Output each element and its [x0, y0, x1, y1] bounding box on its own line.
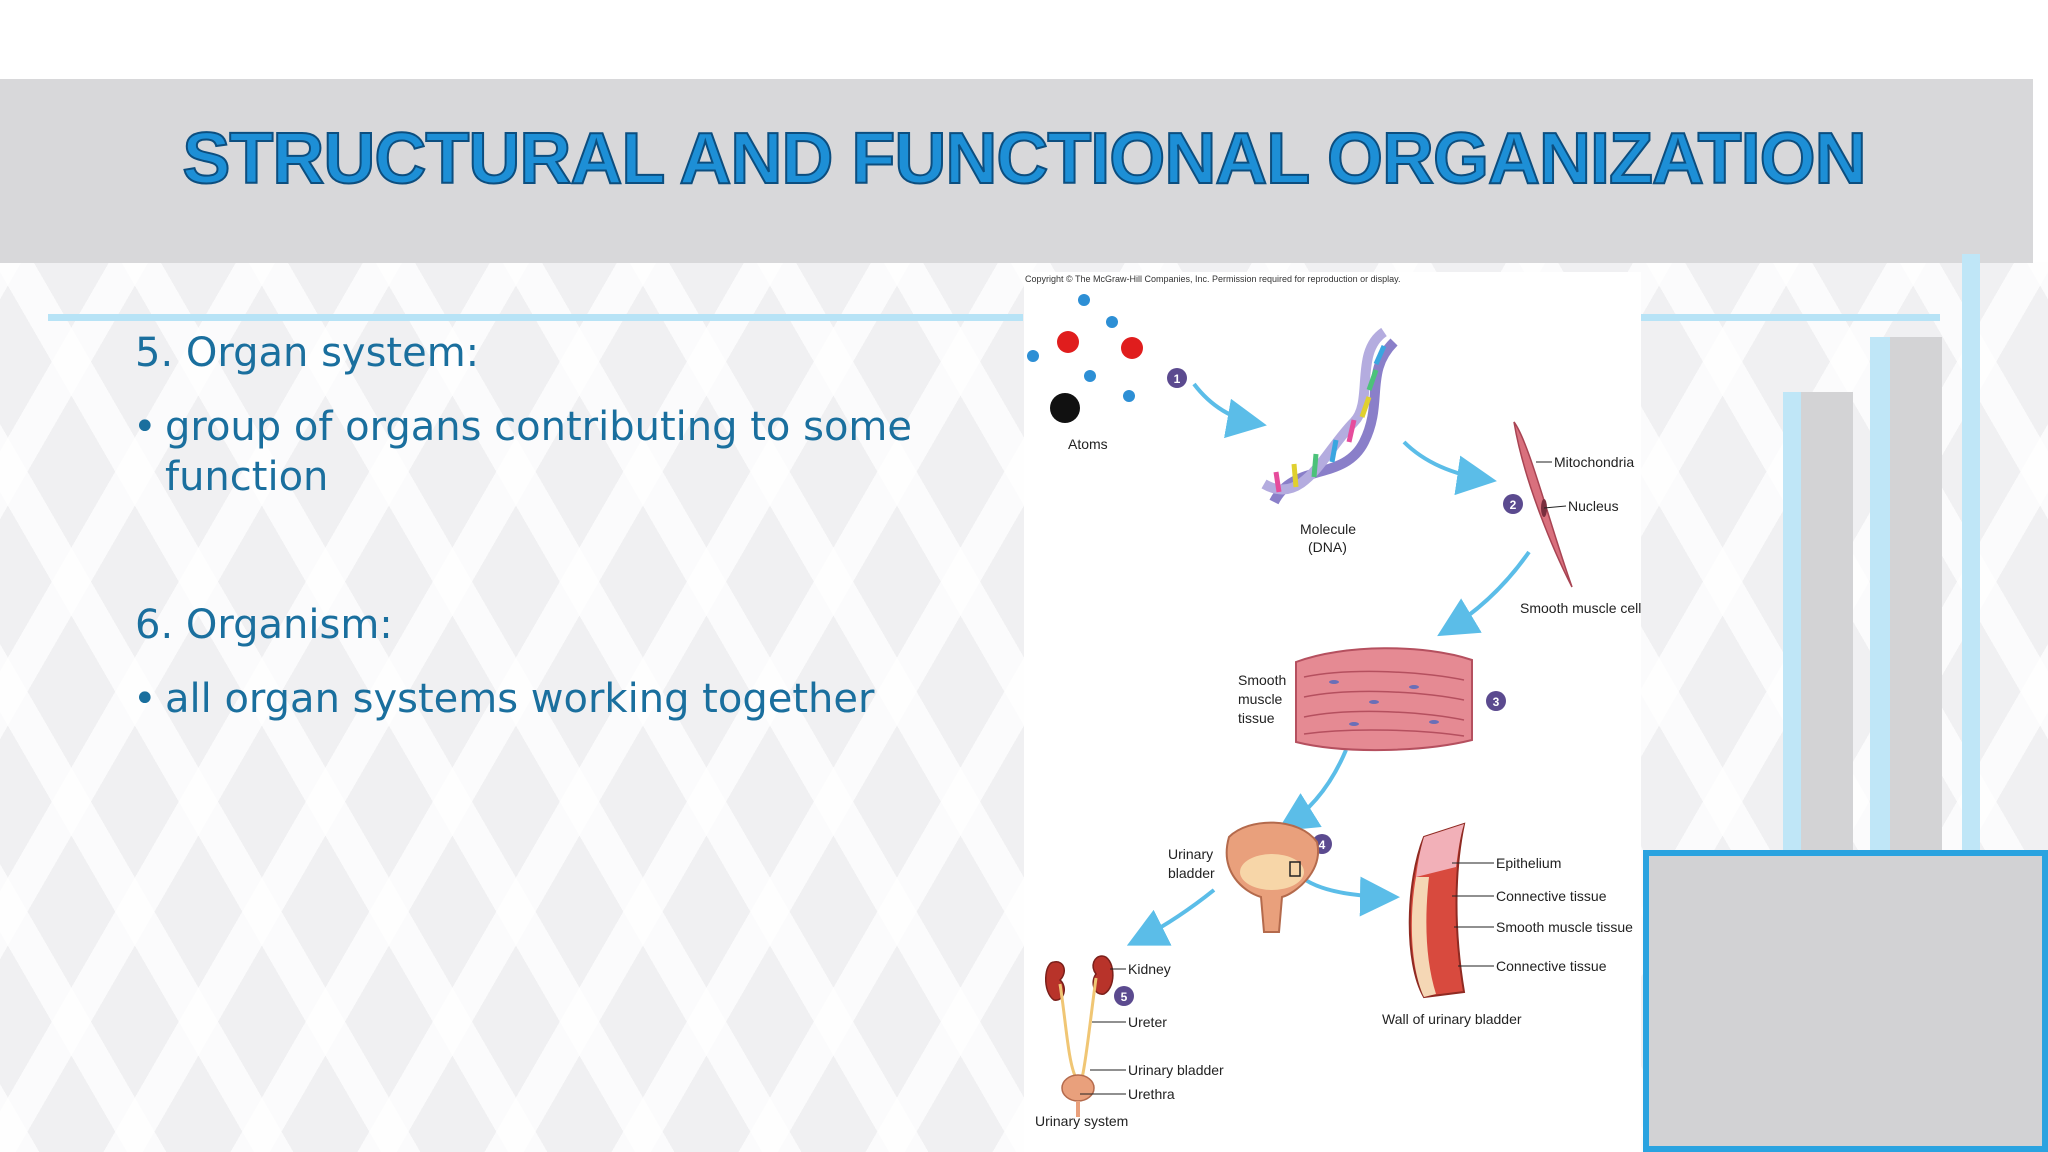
atoms-illustration [1027, 294, 1143, 423]
bladder-wall-leader-lines [1452, 862, 1494, 967]
deco-corner-box [1643, 850, 2048, 1152]
section-heading-organ-system: 5. Organ system: [135, 330, 480, 376]
label-connective-tissue-2: Connective tissue [1496, 958, 1607, 974]
bladder-wall-illustration [1408, 822, 1466, 999]
slide-body-text: 5. Organ system: • group of organs contr… [133, 320, 995, 724]
step-badge-5: 5 [1114, 986, 1134, 1006]
deco-bar-2 [1801, 392, 1853, 852]
label-atoms: Atoms [1068, 436, 1108, 452]
organization-figure: Copyright © The McGraw-Hill Companies, I… [1024, 272, 1641, 1152]
copyright-text: Copyright © The McGraw-Hill Companies, I… [1025, 274, 1400, 284]
svg-text:3: 3 [1493, 695, 1500, 709]
section-heading-organism: 6. Organism: [135, 602, 393, 648]
label-nucleus: Nucleus [1568, 498, 1619, 514]
urinary-bladder-illustration [1225, 821, 1320, 933]
label-epithelium: Epithelium [1496, 855, 1561, 871]
bullet-text-organ-system: group of organs contributing to some fun… [165, 404, 912, 500]
label-wall-of-urinary-bladder: Wall of urinary bladder [1382, 1011, 1522, 1027]
label-mitochondria: Mitochondria [1554, 454, 1634, 470]
deco-bar-4 [1890, 337, 1942, 852]
slide-title: STRUCTURAL AND FUNCTIONAL ORGANIZATION [181, 118, 1867, 200]
label-urethra: Urethra [1128, 1086, 1175, 1102]
label-smooth-muscle-cell: Smooth muscle cell [1520, 600, 1641, 616]
title-band [0, 79, 2033, 263]
smooth-muscle-tissue-illustration [1295, 647, 1473, 752]
bullet-organism: • all organ systems working together [133, 658, 995, 724]
bullet-dot: • [133, 676, 157, 722]
label-molecule: Molecule [1300, 521, 1356, 537]
label-bladder-line-2: bladder [1168, 865, 1215, 881]
urinary-system-leader-lines [1080, 968, 1126, 1095]
accent-rule-left [48, 314, 1023, 321]
urinary-system-illustration [1045, 955, 1114, 1117]
label-tissue-line-3: tissue [1238, 710, 1275, 726]
bullet-dot: • [133, 404, 157, 450]
label-tissue-line-1: Smooth [1238, 672, 1286, 688]
svg-text:1: 1 [1174, 372, 1181, 386]
deco-bar-3 [1870, 337, 1890, 852]
svg-text:4: 4 [1319, 838, 1326, 852]
step-badge-3: 3 [1486, 691, 1506, 711]
deco-bar-1 [1783, 392, 1801, 852]
dna-molecule-illustration [1261, 327, 1398, 505]
step-badge-1: 1 [1167, 368, 1187, 388]
svg-text:5: 5 [1121, 990, 1128, 1004]
step-badge-2: 2 [1503, 494, 1523, 514]
bullet-organ-system: • group of organs contributing to some f… [133, 386, 995, 502]
svg-text:2: 2 [1510, 498, 1517, 512]
label-dna: (DNA) [1308, 539, 1347, 555]
label-ureter: Ureter [1128, 1014, 1167, 1030]
organization-diagram: Copyright © The McGraw-Hill Companies, I… [1025, 274, 1641, 1129]
label-connective-tissue-1: Connective tissue [1496, 888, 1607, 904]
accent-rule-right [1640, 314, 1940, 321]
deco-bar-5 [1962, 254, 1980, 852]
label-tissue-line-2: muscle [1238, 691, 1283, 707]
label-bladder-line-1: Urinary [1168, 846, 1213, 862]
label-kidney: Kidney [1128, 961, 1171, 977]
label-urinary-system: Urinary system [1035, 1113, 1128, 1129]
label-urinary-bladder: Urinary bladder [1128, 1062, 1224, 1078]
bullet-text-organism: all organ systems working together [165, 676, 875, 722]
label-smooth-muscle-tissue: Smooth muscle tissue [1496, 919, 1633, 935]
